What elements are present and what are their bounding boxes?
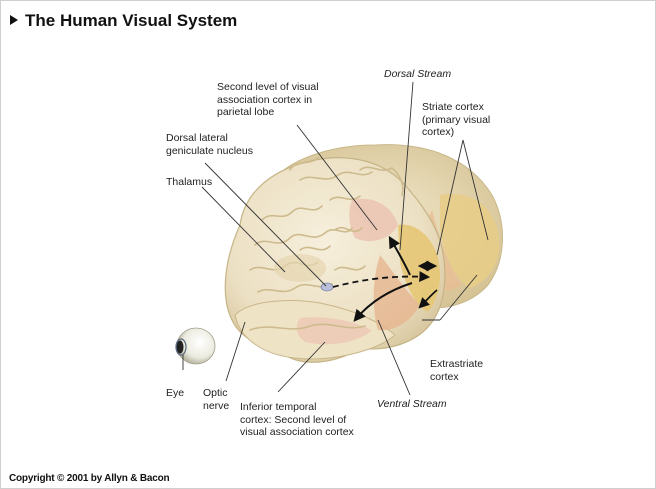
optic-nerve-label: Optic nerve [203,387,229,412]
eye-label: Eye [166,387,184,400]
pupil [177,341,184,354]
lgn-nucleus [321,283,333,291]
inferior-temporal-label: Inferior temporal cortex: Second level o… [240,401,354,439]
striate-cortex-label: Striate cortex (primary visual cortex) [422,101,490,139]
ventral-stream-label: Ventral Stream [377,398,447,411]
dorsal-stream-label: Dorsal Stream [384,68,451,81]
second-level-parietal-label: Second level of visual association corte… [217,81,319,119]
thalamus-label: Thalamus [166,176,212,189]
extrastriate-cortex-label: Extrastriate cortex [430,358,483,383]
copyright-notice: Copyright © 2001 by Allyn & Bacon [9,473,169,484]
dorsal-lgn-label: Dorsal lateral geniculate nucleus [166,132,253,157]
